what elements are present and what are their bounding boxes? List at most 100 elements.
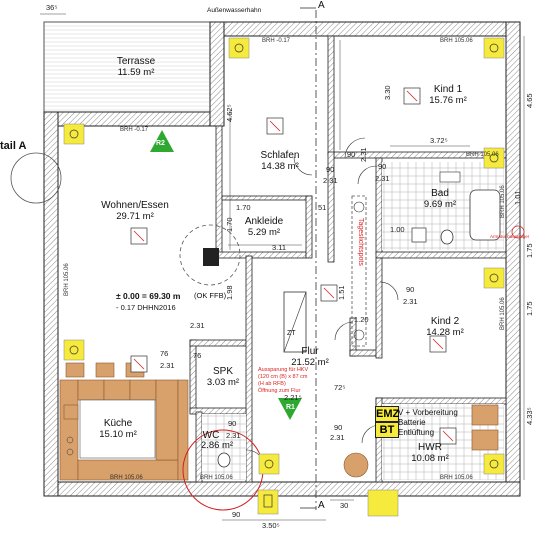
smoke-detectors [63,37,505,517]
r1-label: R1 [286,404,295,411]
room-kind1-area: 15.76 m² [429,95,467,106]
dim-170a: 1.70 [236,203,251,212]
room-kind1-name: Kind 1 [433,84,463,95]
elevation-suffix: (OK FFB) [194,291,227,300]
brh-7: BRH 105.06 [64,263,70,296]
brh-8: BRH 105.06 [110,475,143,481]
detail-a-label: tail A [0,140,27,152]
room-bad-name: Bad [431,188,449,199]
room-kind2-area: 14.28 m² [426,327,464,338]
outer-walls [43,21,521,497]
room-ankleide-area: 5.29 m² [247,227,281,238]
brh-10: BRH 105.06 [200,475,233,481]
kitchen-counters [59,362,189,481]
room-spk-name: SPK [212,366,233,377]
room-terrasse-area: 11.59 m² [117,67,155,78]
brh-3: BRH -0.17 [120,127,149,133]
dim-221: 2.21⁵ [284,393,302,402]
hwr-note-3: Entlüftung [398,428,435,437]
dim-51: 51 [318,203,327,212]
cut-a-bottom: A [318,500,325,511]
detail-a-circle [10,152,62,204]
r1-arrow-icon [278,398,302,420]
dim-right-433: 4.33⁵ [525,407,534,425]
aussenwasserhahn-label: Außenwasserhahn [207,7,262,14]
brh-1: BRH -0.17 [262,38,291,44]
terrace-area [43,21,211,113]
dim-231b: 2.31 [375,174,390,183]
dim-right-175b: 1.75 [525,301,534,316]
dim-198: 1.98 [225,285,234,300]
wc-tiles [202,414,246,480]
aussparung-line-1: Aussparung für HKV [258,367,309,373]
elevation-dhhn: - 0.17 DHHN2016 [116,303,176,312]
dim-311: 3.11 [272,243,287,252]
dim-76a: 76 [193,351,202,360]
room-wc-name: WC [202,430,220,441]
hwr-note-1: V + Vorbereitung [398,408,458,417]
bad-note: Armatur bauseitiger [490,234,530,239]
tageslichtspots-label: Tageslichtspots [357,218,364,266]
dim-170b: 1.70 [225,217,234,232]
brh-6: BRH 105.06 [500,297,506,330]
dim-90a: 90 [347,150,356,159]
aussparung-line-3: (H ab RFB) [258,381,286,387]
brh-5: BRH 105.06 [500,185,506,218]
aussparung-line-2: (120 cm (B) x 87 cm [258,374,308,380]
room-kueche-name: Küche [103,418,133,429]
dim-90c: 90 [326,165,335,174]
room-wc-area: 2.86 m² [200,440,234,451]
dim-right-465: 4.65 [525,93,534,108]
brh-2: BRH 105.06 [440,38,473,44]
room-bad-area: 9.69 m² [423,199,457,210]
brh-9: BRH 105.06 [440,475,473,481]
dim-bottom-350: 3.50⁵ [262,521,280,530]
room-schlafen-name: Schlafen [260,150,300,161]
interior-walls [189,35,507,483]
dim-151: 1.51 [337,285,346,300]
bath-toilet [440,229,454,245]
wc-toilet [217,452,231,468]
skylight-strip [351,195,367,347]
bt-box: BT [375,422,399,438]
dim-231g: 2.31 [330,433,345,442]
emz-box: EMZ [375,406,400,422]
room-kind2-name: Kind 2 [430,316,460,327]
hwr-tank [343,452,369,478]
stove-block [203,248,219,266]
brh-4: BRH 105.06 [466,152,499,158]
hwr-note-2: Batterie [398,418,426,427]
dim-90f: 90 [228,419,237,428]
aussparung-line-4: Öffnung zum Flur [258,388,301,394]
dim-90b: 90 [378,162,387,171]
dim-right-175a: 1.75 [525,243,534,258]
dim-330: 3.30 [383,85,392,100]
dim-120: 1.20 [354,315,369,324]
cut-a-top: A [318,0,325,11]
room-ankleide-name: Ankleide [244,216,284,227]
r2-label: R2 [156,140,165,147]
room-flur-name: Flur [301,346,319,357]
dim-231c: 2.31 [323,176,338,185]
dim-462: 4.62⁵ [225,104,234,122]
room-hwr-area: 10.08 m² [411,453,449,464]
dim-90d: 90 [406,285,415,294]
room-spk-area: 3.03 m² [206,377,240,388]
dim-90g: 90 [232,510,241,519]
room-hwr-name: HWR [418,442,442,453]
bathtub [469,189,501,241]
r2-arrow-icon [150,130,174,152]
dim-231h: 2.31 [226,431,241,440]
room-wohnen-name: Wohnen/Essen [101,200,169,211]
zt-box [283,291,307,353]
dim-72: 72⁵ [334,383,346,392]
dim-231e: 2.31 [190,321,205,330]
elevation-main: ± 0.00 = 69.30 m [116,291,181,301]
room-terrasse-name: Terrasse [116,56,156,67]
dim-90e: 90 [334,423,343,432]
dimension-lines [40,13,525,521]
room-flur-area: 21.52 m² [291,357,329,368]
room-schlafen-area: 14.38 m² [261,161,299,172]
room-kueche-area: 15.10 m² [99,429,137,440]
